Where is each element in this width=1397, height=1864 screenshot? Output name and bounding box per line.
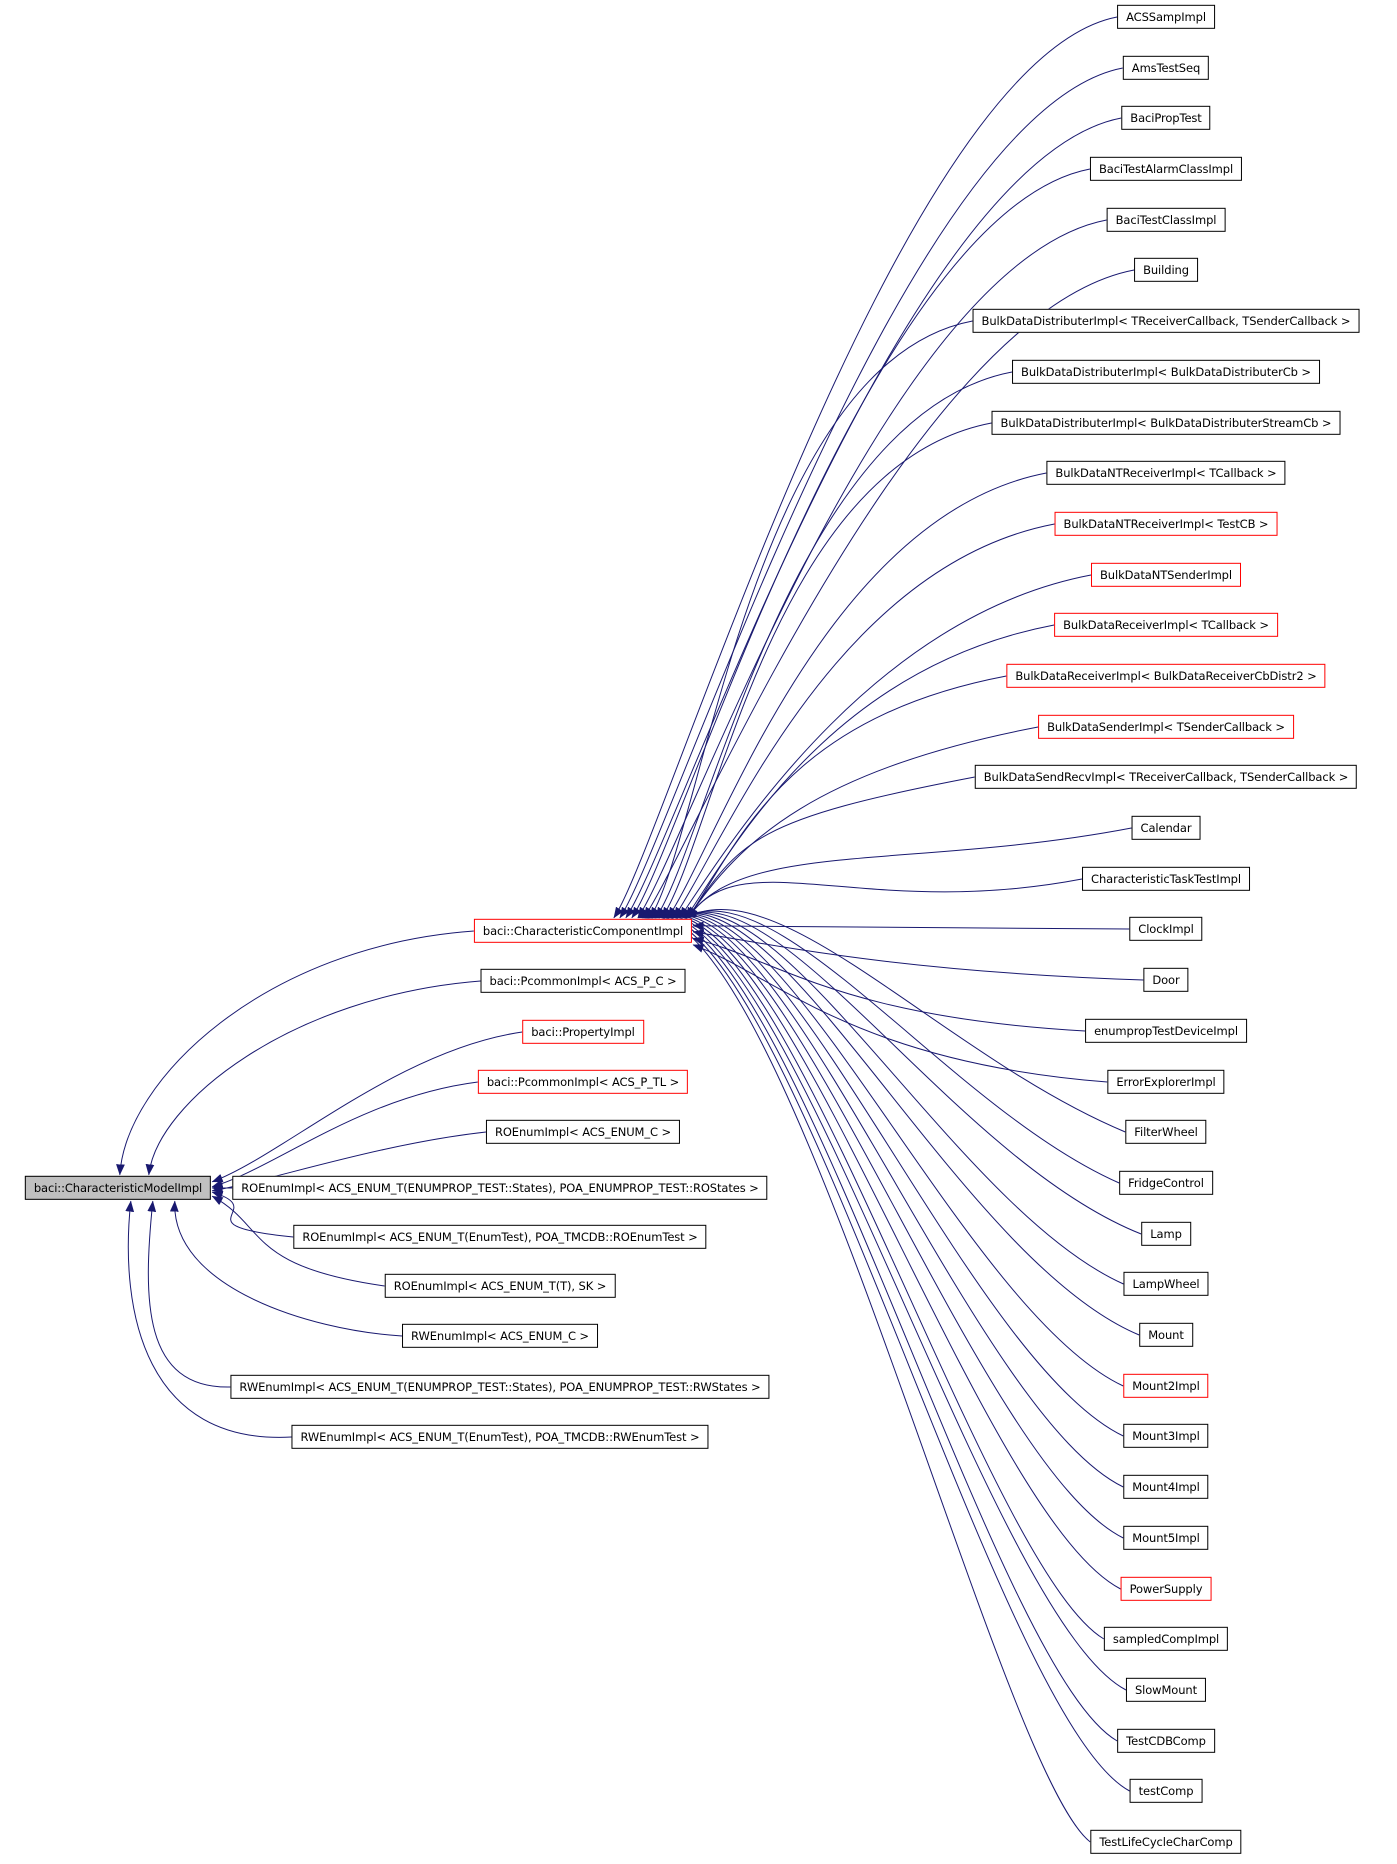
node-bulkdatadistributerimpl-treceivercallback-tsendercallback[interactable]: BulkDataDistributerImpl< TReceiverCallba… bbox=[972, 308, 1360, 334]
node-acssampimpl[interactable]: ACSSampImpl bbox=[1117, 4, 1215, 30]
node-baci-characteristicmodelimpl[interactable]: baci::CharacteristicModelImpl bbox=[24, 1175, 212, 1201]
node-bulkdatareceiverimpl-tcallback[interactable]: BulkDataReceiverImpl< TCallback > bbox=[1054, 612, 1278, 638]
node-door[interactable]: Door bbox=[1143, 967, 1189, 993]
node-characteristictasktestimpl[interactable]: CharacteristicTaskTestImpl bbox=[1082, 866, 1250, 892]
node-sampledcompimpl[interactable]: sampledCompImpl bbox=[1103, 1626, 1229, 1652]
node-mount4impl[interactable]: Mount4Impl bbox=[1123, 1474, 1209, 1500]
node-testcdbcomp[interactable]: TestCDBComp bbox=[1117, 1728, 1215, 1754]
node-lampwheel[interactable]: LampWheel bbox=[1123, 1271, 1209, 1297]
node-testlifecyclecharcomp[interactable]: TestLifeCycleCharComp bbox=[1090, 1829, 1242, 1855]
node-errorexplorerimpl[interactable]: ErrorExplorerImpl bbox=[1107, 1069, 1225, 1095]
node-powersupply[interactable]: PowerSupply bbox=[1120, 1576, 1212, 1602]
node-lamp[interactable]: Lamp bbox=[1141, 1221, 1191, 1247]
node-mount2impl[interactable]: Mount2Impl bbox=[1123, 1373, 1209, 1399]
node-baci-characteristiccomponentimpl[interactable]: baci::CharacteristicComponentImpl bbox=[473, 918, 693, 944]
node-testcomp[interactable]: testComp bbox=[1129, 1778, 1203, 1804]
node-bulkdatadistributerimpl-bulkdatadistributercb[interactable]: BulkDataDistributerImpl< BulkDataDistrib… bbox=[1012, 359, 1320, 385]
node-bulkdatareceiverimpl-bulkdatareceivercbdistr2[interactable]: BulkDataReceiverImpl< BulkDataReceiverCb… bbox=[1006, 663, 1326, 689]
node-roenumimpl-acs-enum-t-enumprop-test-states-poa-enumprop-test-rostates[interactable]: ROEnumImpl< ACS_ENUM_T(ENUMPROP_TEST::St… bbox=[232, 1175, 768, 1201]
node-bacitestclassimpl[interactable]: BaciTestClassImpl bbox=[1106, 207, 1226, 233]
node-rwenumimpl-acs-enum-t-enumprop-test-states-poa-enumprop-test-rwstates[interactable]: RWEnumImpl< ACS_ENUM_T(ENUMPROP_TEST::St… bbox=[230, 1374, 770, 1400]
node-slowmount[interactable]: SlowMount bbox=[1125, 1677, 1207, 1703]
node-filterwheel[interactable]: FilterWheel bbox=[1125, 1119, 1207, 1145]
node-bulkdatantreceiverimpl-tcallback[interactable]: BulkDataNTReceiverImpl< TCallback > bbox=[1046, 460, 1286, 486]
node-bulkdatantreceiverimpl-testcb[interactable]: BulkDataNTReceiverImpl< TestCB > bbox=[1054, 511, 1278, 537]
node-rwenumimpl-acs-enum-c[interactable]: RWEnumImpl< ACS_ENUM_C > bbox=[402, 1323, 598, 1349]
node-fridgecontrol[interactable]: FridgeControl bbox=[1119, 1170, 1213, 1196]
node-bulkdatasenderimpl-tsendercallback[interactable]: BulkDataSenderImpl< TSenderCallback > bbox=[1038, 714, 1294, 740]
node-roenumimpl-acs-enum-t-t-sk[interactable]: ROEnumImpl< ACS_ENUM_T(T), SK > bbox=[384, 1273, 616, 1299]
node-enumproptestdeviceimpl[interactable]: enumpropTestDeviceImpl bbox=[1085, 1018, 1247, 1044]
node-roenumimpl-acs-enum-c[interactable]: ROEnumImpl< ACS_ENUM_C > bbox=[485, 1119, 681, 1145]
node-baci-pcommonimpl-acs-p-c[interactable]: baci::PcommonImpl< ACS_P_C > bbox=[480, 968, 686, 994]
node-building[interactable]: Building bbox=[1134, 257, 1198, 283]
node-mount[interactable]: Mount bbox=[1139, 1322, 1193, 1348]
node-bacitestalarmclassimpl[interactable]: BaciTestAlarmClassImpl bbox=[1089, 156, 1243, 182]
node-baciproptest[interactable]: BaciPropTest bbox=[1121, 105, 1211, 131]
node-roenumimpl-acs-enum-t-enumtest-poa-tmcdb-roenumtest[interactable]: ROEnumImpl< ACS_ENUM_T(EnumTest), POA_TM… bbox=[293, 1224, 707, 1250]
node-mount5impl[interactable]: Mount5Impl bbox=[1123, 1525, 1209, 1551]
node-baci-pcommonimpl-acs-p-tl[interactable]: baci::PcommonImpl< ACS_P_TL > bbox=[477, 1069, 689, 1095]
node-bulkdatadistributerimpl-bulkdatadistributerstreamcb[interactable]: BulkDataDistributerImpl< BulkDataDistrib… bbox=[991, 410, 1341, 436]
node-clockimpl[interactable]: ClockImpl bbox=[1129, 916, 1203, 942]
node-baci-propertyimpl[interactable]: baci::PropertyImpl bbox=[522, 1019, 644, 1045]
node-rwenumimpl-acs-enum-t-enumtest-poa-tmcdb-rwenumtest[interactable]: RWEnumImpl< ACS_ENUM_T(EnumTest), POA_TM… bbox=[291, 1424, 709, 1450]
node-amstestseq[interactable]: AmsTestSeq bbox=[1122, 55, 1210, 81]
node-calendar[interactable]: Calendar bbox=[1131, 815, 1201, 841]
node-bulkdatasendrecvimpl-treceivercallback-tsendercallback[interactable]: BulkDataSendRecvImpl< TReceiverCallback,… bbox=[974, 764, 1358, 790]
node-bulkdatantsenderimpl[interactable]: BulkDataNTSenderImpl bbox=[1091, 562, 1241, 588]
node-mount3impl[interactable]: Mount3Impl bbox=[1123, 1423, 1209, 1449]
